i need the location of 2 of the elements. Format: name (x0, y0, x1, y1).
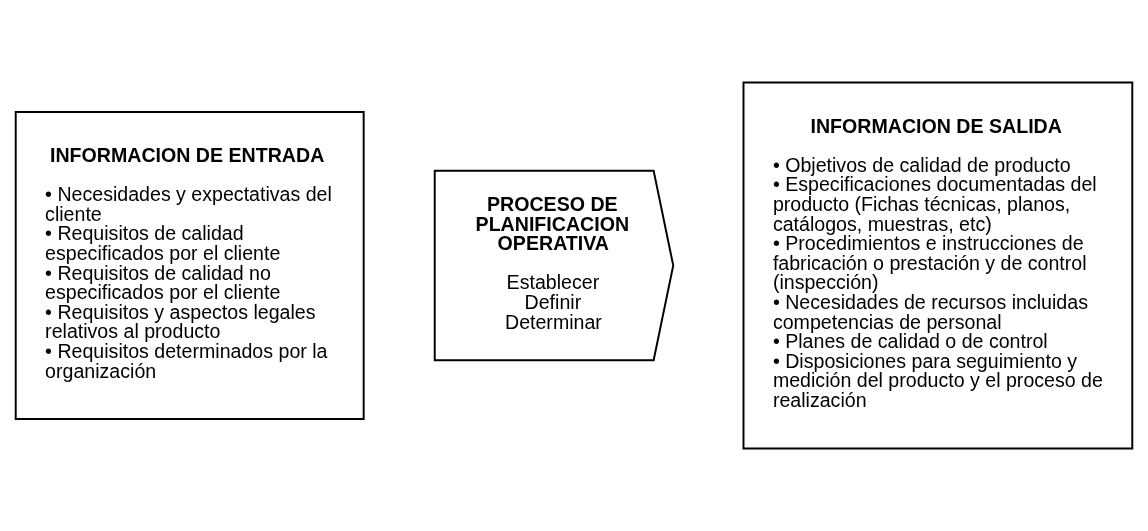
node-box: INFORMACION DE SALIDA • Objetivos de calidad de producto • Especificaciones documentadas del producto (Fichas técnicas, planos, catálogos, muestras, etc) • Procedimientos e instrucciones de fabricación o prestación y de control (inspección) • Necesidades de recursos incluidas competencias de personal • Planes de calidad o de control • Disposiciones para seguimiento y medición del producto y el proceso de realización (742, 81, 1134, 450)
node-box: INFORMACION DE ENTRADA • Necesidades y expectativas del cliente • Requisitos de calidad especificados por el cliente • Requisitos de calidad no especificados por el cliente • Requisitos y aspectos legales relativos al producto • Requisitos determinados por la organización (14, 110, 365, 421)
